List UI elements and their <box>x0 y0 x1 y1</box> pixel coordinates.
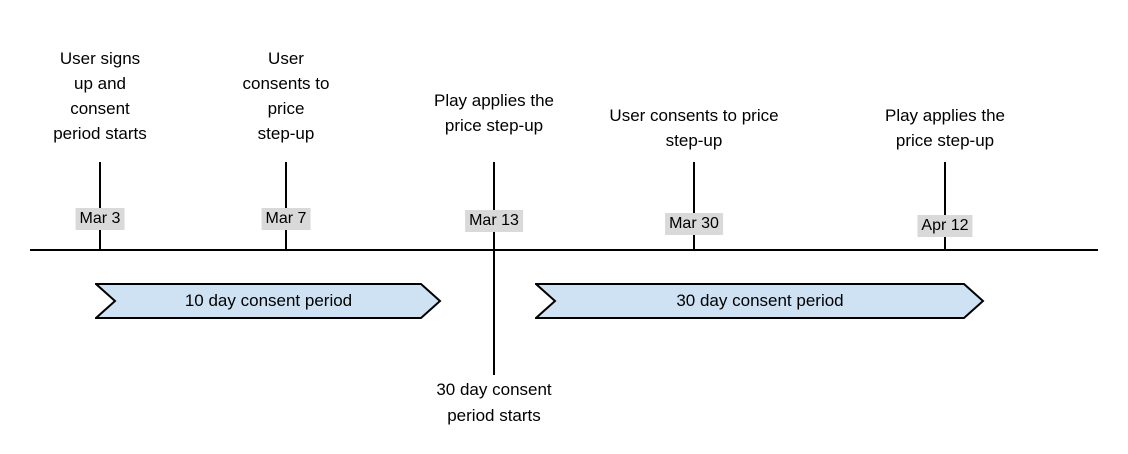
event-tick-mar3 <box>99 162 101 250</box>
date-badge-mar30: Mar 30 <box>665 213 723 235</box>
event-tick-apr12 <box>944 162 946 250</box>
chevron-banner-shape <box>535 283 985 319</box>
event-description-mar7: User consents to price step-up <box>242 49 330 143</box>
event-tick-mar7 <box>285 162 287 250</box>
date-badge-mar3: Mar 3 <box>75 208 125 230</box>
consent-period-arrow-10day: 10 day consent period <box>95 283 442 319</box>
event-description-apr12: Play applies the price step-up <box>884 106 1006 150</box>
chevron-banner-shape <box>95 283 442 319</box>
date-badge-apr12: Apr 12 <box>917 215 973 237</box>
event-tick-mar13 <box>493 162 495 375</box>
timeline-axis <box>30 249 1098 251</box>
event-description-mar13: Play applies the price step-up <box>433 91 555 135</box>
event-tick-mar30 <box>693 162 695 250</box>
note-30day-period-starts: 30 day consent period starts <box>436 380 552 425</box>
event-description-mar30: User consents to price step-up <box>609 106 779 150</box>
consent-period-arrow-30day: 30 day consent period <box>535 283 985 319</box>
date-badge-mar7: Mar 7 <box>261 208 311 230</box>
period-label-30day: 30 day consent period <box>676 291 844 310</box>
period-label-10day: 10 day consent period <box>184 291 353 310</box>
event-description-mar3: User signs up and consent period starts <box>53 49 147 143</box>
date-badge-mar13: Mar 13 <box>465 210 523 232</box>
